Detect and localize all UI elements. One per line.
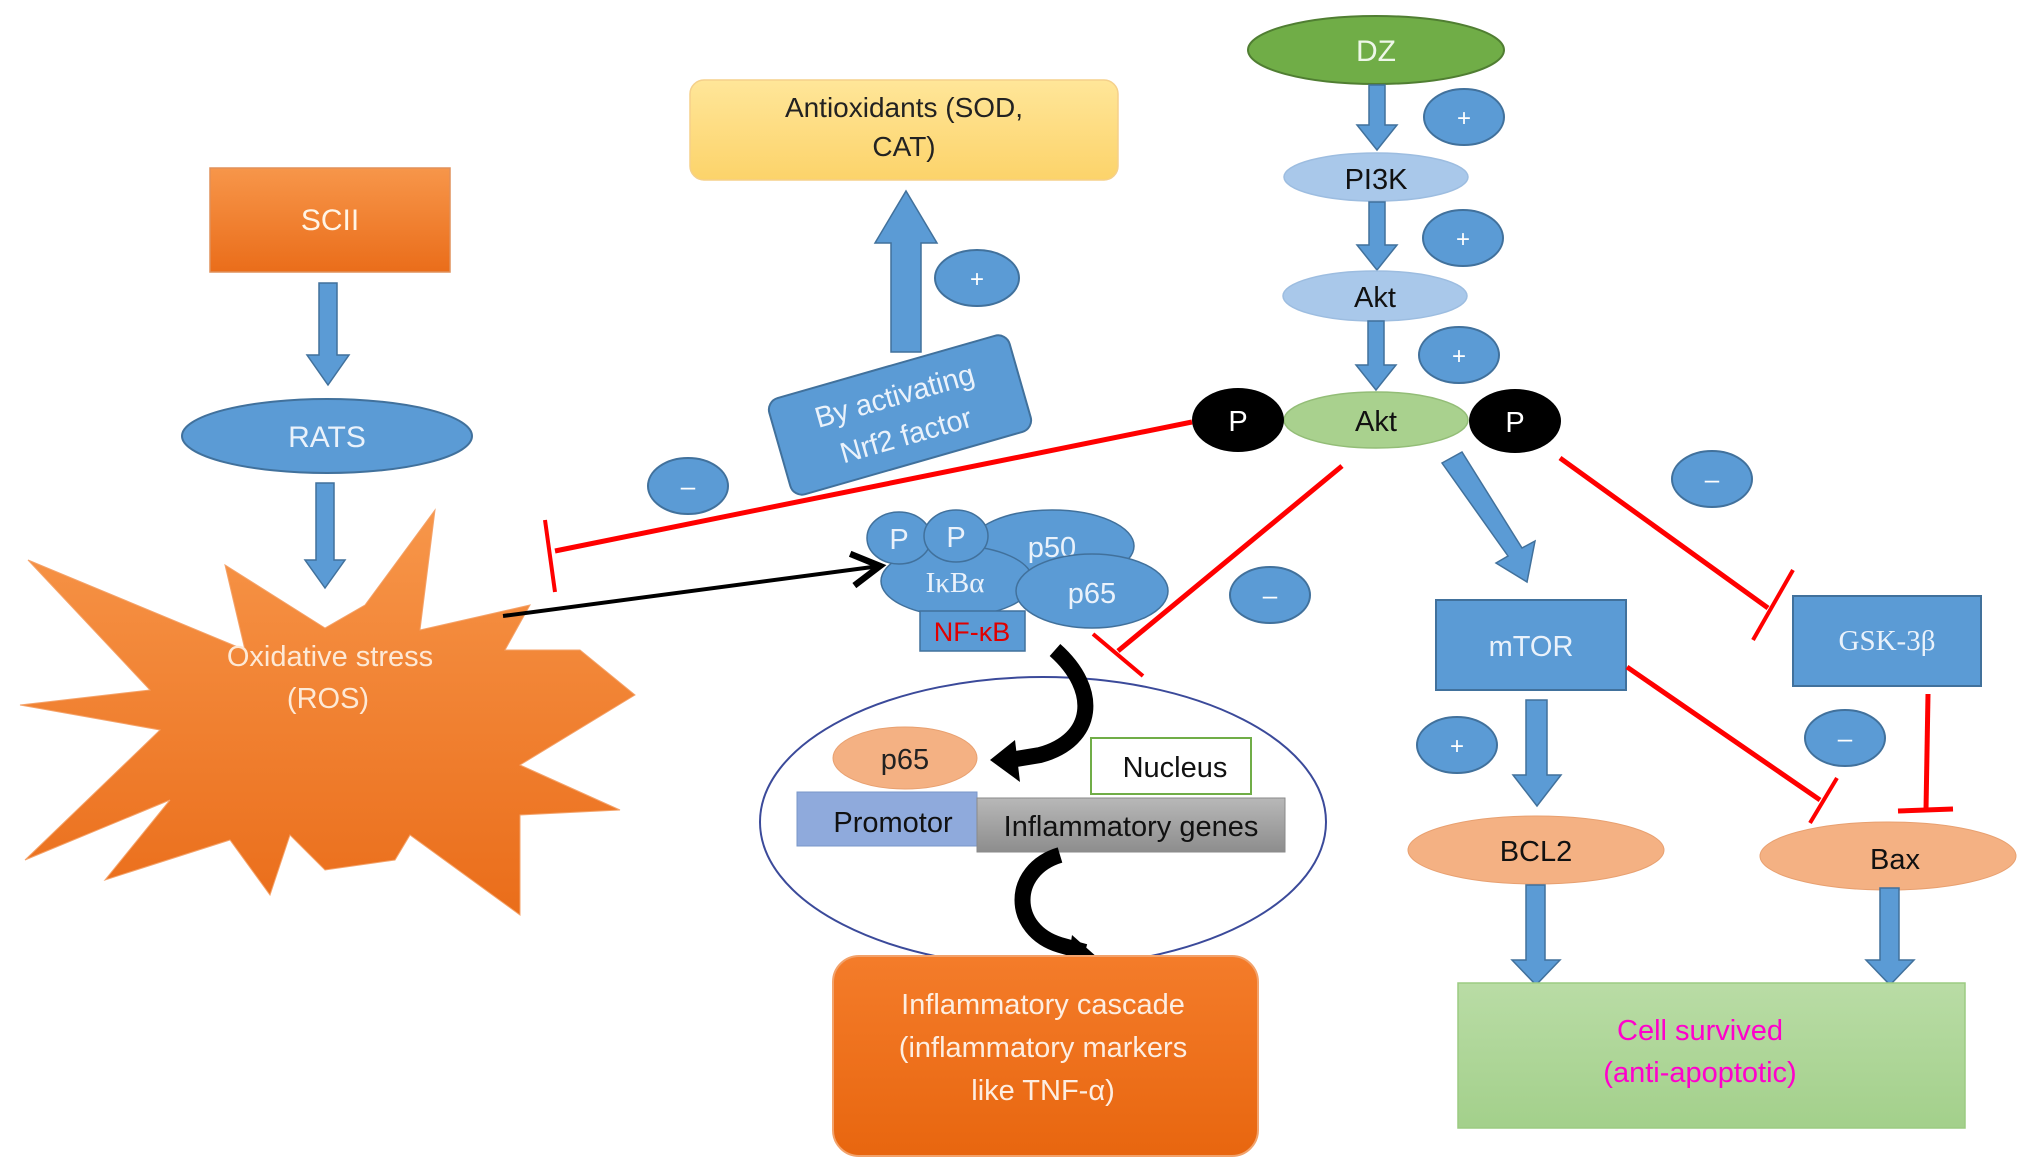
dz-label: DZ bbox=[1356, 35, 1396, 68]
plus-badge-dz: + bbox=[1423, 88, 1505, 146]
arrow-bax-to-survival bbox=[1864, 887, 1916, 987]
akt-label: Akt bbox=[1354, 282, 1396, 314]
minus-badge-ros: – bbox=[647, 457, 729, 515]
rats-label: RATS bbox=[288, 421, 366, 454]
inhibition-mtor-to-bax bbox=[1625, 664, 1839, 825]
arrow-bcl2-to-survival bbox=[1510, 884, 1562, 987]
phospho-right-label: P bbox=[1505, 407, 1524, 439]
ikba-label: IκBα bbox=[926, 567, 985, 599]
inhibition-pakt-to-ros bbox=[543, 419, 1193, 593]
inhibition-pakt-to-nfkb bbox=[1091, 464, 1344, 678]
gsk3b-node: GSK-3β bbox=[1792, 595, 1982, 687]
plus-sign: + bbox=[1456, 226, 1470, 253]
arrow-scii-to-rats bbox=[305, 282, 351, 387]
nucleus-label: Nucleus bbox=[1123, 752, 1228, 784]
plus-sign: + bbox=[1457, 105, 1471, 132]
minus-badge-bax: – bbox=[1804, 709, 1886, 767]
phospho-2 bbox=[923, 509, 989, 563]
inflammatory-genes-region: Inflammatory genes bbox=[976, 797, 1286, 853]
nfkb-complex: p50 IκBα p65 P P NF-κB bbox=[866, 509, 1169, 652]
nrf2-node: By activating Nrf2 factor bbox=[767, 334, 1033, 496]
inflammatory-genes-label: Inflammatory genes bbox=[1004, 811, 1259, 843]
rats-node: RATS bbox=[181, 398, 473, 474]
arrow-mtor-to-bcl2 bbox=[1511, 699, 1563, 808]
minus-badge-nfkb: – bbox=[1229, 566, 1311, 624]
plus-badge-bcl2: + bbox=[1416, 716, 1498, 774]
promotor-region: Promotor bbox=[796, 791, 978, 847]
translocation-arrow bbox=[990, 644, 1094, 782]
plus-sign: + bbox=[970, 266, 984, 293]
pi3k-node: PI3K bbox=[1283, 152, 1469, 202]
nfkb-label: NF-κB bbox=[934, 617, 1011, 647]
arrow-pi3k-to-akt bbox=[1355, 201, 1399, 272]
oxidative-stress-node: Oxidative stress (ROS) bbox=[19, 508, 636, 916]
phospho-left bbox=[1192, 388, 1284, 452]
minus-sign: – bbox=[1263, 580, 1278, 610]
minus-sign: – bbox=[1838, 723, 1853, 753]
scii-node: SCII bbox=[209, 167, 451, 273]
pi3k-label: PI3K bbox=[1345, 164, 1409, 196]
p65-subunit bbox=[1015, 553, 1169, 629]
bax-node: Bax bbox=[1759, 821, 2017, 891]
cascade-label-line1: Inflammatory cascade bbox=[901, 989, 1185, 1021]
phospho-2-label: P bbox=[946, 522, 965, 554]
antioxidants-node: Antioxidants (SOD, CAT) bbox=[689, 79, 1119, 181]
cell-survived-node: Cell survived (anti-apoptotic) bbox=[1457, 982, 1966, 1129]
minus-sign: – bbox=[681, 471, 696, 501]
nucleus-p65-label: p65 bbox=[881, 744, 929, 776]
phospho-1-label: P bbox=[889, 524, 908, 556]
ros-label-line2: (ROS) bbox=[287, 683, 369, 715]
promotor-label: Promotor bbox=[833, 807, 953, 839]
phospho-akt-label: Akt bbox=[1355, 406, 1397, 438]
survived-label-line2: (anti-apoptotic) bbox=[1603, 1057, 1796, 1089]
mtor-node: mTOR bbox=[1435, 599, 1627, 691]
arrow-ros-to-nfkb bbox=[502, 550, 887, 618]
bcl2-node: BCL2 bbox=[1407, 815, 1665, 885]
phospho-akt-node: Akt P P bbox=[1192, 388, 1561, 453]
plus-sign: + bbox=[1450, 733, 1464, 760]
minus-sign: – bbox=[1705, 464, 1720, 494]
arrow-akt-to-pakt bbox=[1354, 320, 1398, 392]
antioxidants-label-line1: Antioxidants (SOD, bbox=[785, 92, 1023, 123]
inflammatory-cascade-node: Inflammatory cascade (inflammatory marke… bbox=[832, 955, 1259, 1157]
plus-badge-pi3k: + bbox=[1422, 209, 1504, 267]
bax-label: Bax bbox=[1870, 844, 1920, 876]
gsk3b-label: GSK-3β bbox=[1839, 625, 1936, 657]
plus-badge-akt: + bbox=[1418, 326, 1500, 384]
phospho-left-label: P bbox=[1228, 406, 1247, 438]
survived-label-line1: Cell survived bbox=[1617, 1015, 1783, 1047]
inhibition-gsk-to-bax bbox=[1897, 693, 1954, 814]
dz-node: DZ bbox=[1247, 15, 1505, 85]
mtor-label: mTOR bbox=[1489, 631, 1574, 663]
cascade-label-line3: like TNF-α) bbox=[971, 1075, 1115, 1107]
nucleus-p65: p65 bbox=[832, 726, 978, 790]
plus-badge-nrf2: + bbox=[934, 249, 1020, 307]
minus-badge-gsk: – bbox=[1671, 450, 1753, 508]
cascade-label-line2: (inflammatory markers bbox=[899, 1032, 1187, 1064]
nfkb-tag bbox=[919, 610, 1026, 652]
antioxidants-label-line2: CAT) bbox=[872, 131, 935, 162]
ros-label-line1: Oxidative stress bbox=[227, 641, 433, 673]
scii-label: SCII bbox=[301, 204, 359, 237]
plus-sign: + bbox=[1452, 343, 1466, 370]
arrow-rats-to-ros bbox=[303, 482, 347, 590]
arrow-nrf2-to-antioxidants bbox=[873, 189, 939, 353]
starburst-shape bbox=[19, 508, 636, 916]
phospho-right bbox=[1469, 389, 1561, 453]
arrow-pakt-to-mtor bbox=[1440, 451, 1537, 584]
inhibition-pakt-to-gsk bbox=[1558, 455, 1795, 641]
akt-node: Akt bbox=[1282, 270, 1468, 322]
p65-label: p65 bbox=[1068, 578, 1116, 610]
nucleus-label-box: Nucleus bbox=[1090, 737, 1252, 795]
bcl2-label: BCL2 bbox=[1500, 836, 1573, 868]
arrow-dz-to-pi3k bbox=[1355, 84, 1399, 152]
